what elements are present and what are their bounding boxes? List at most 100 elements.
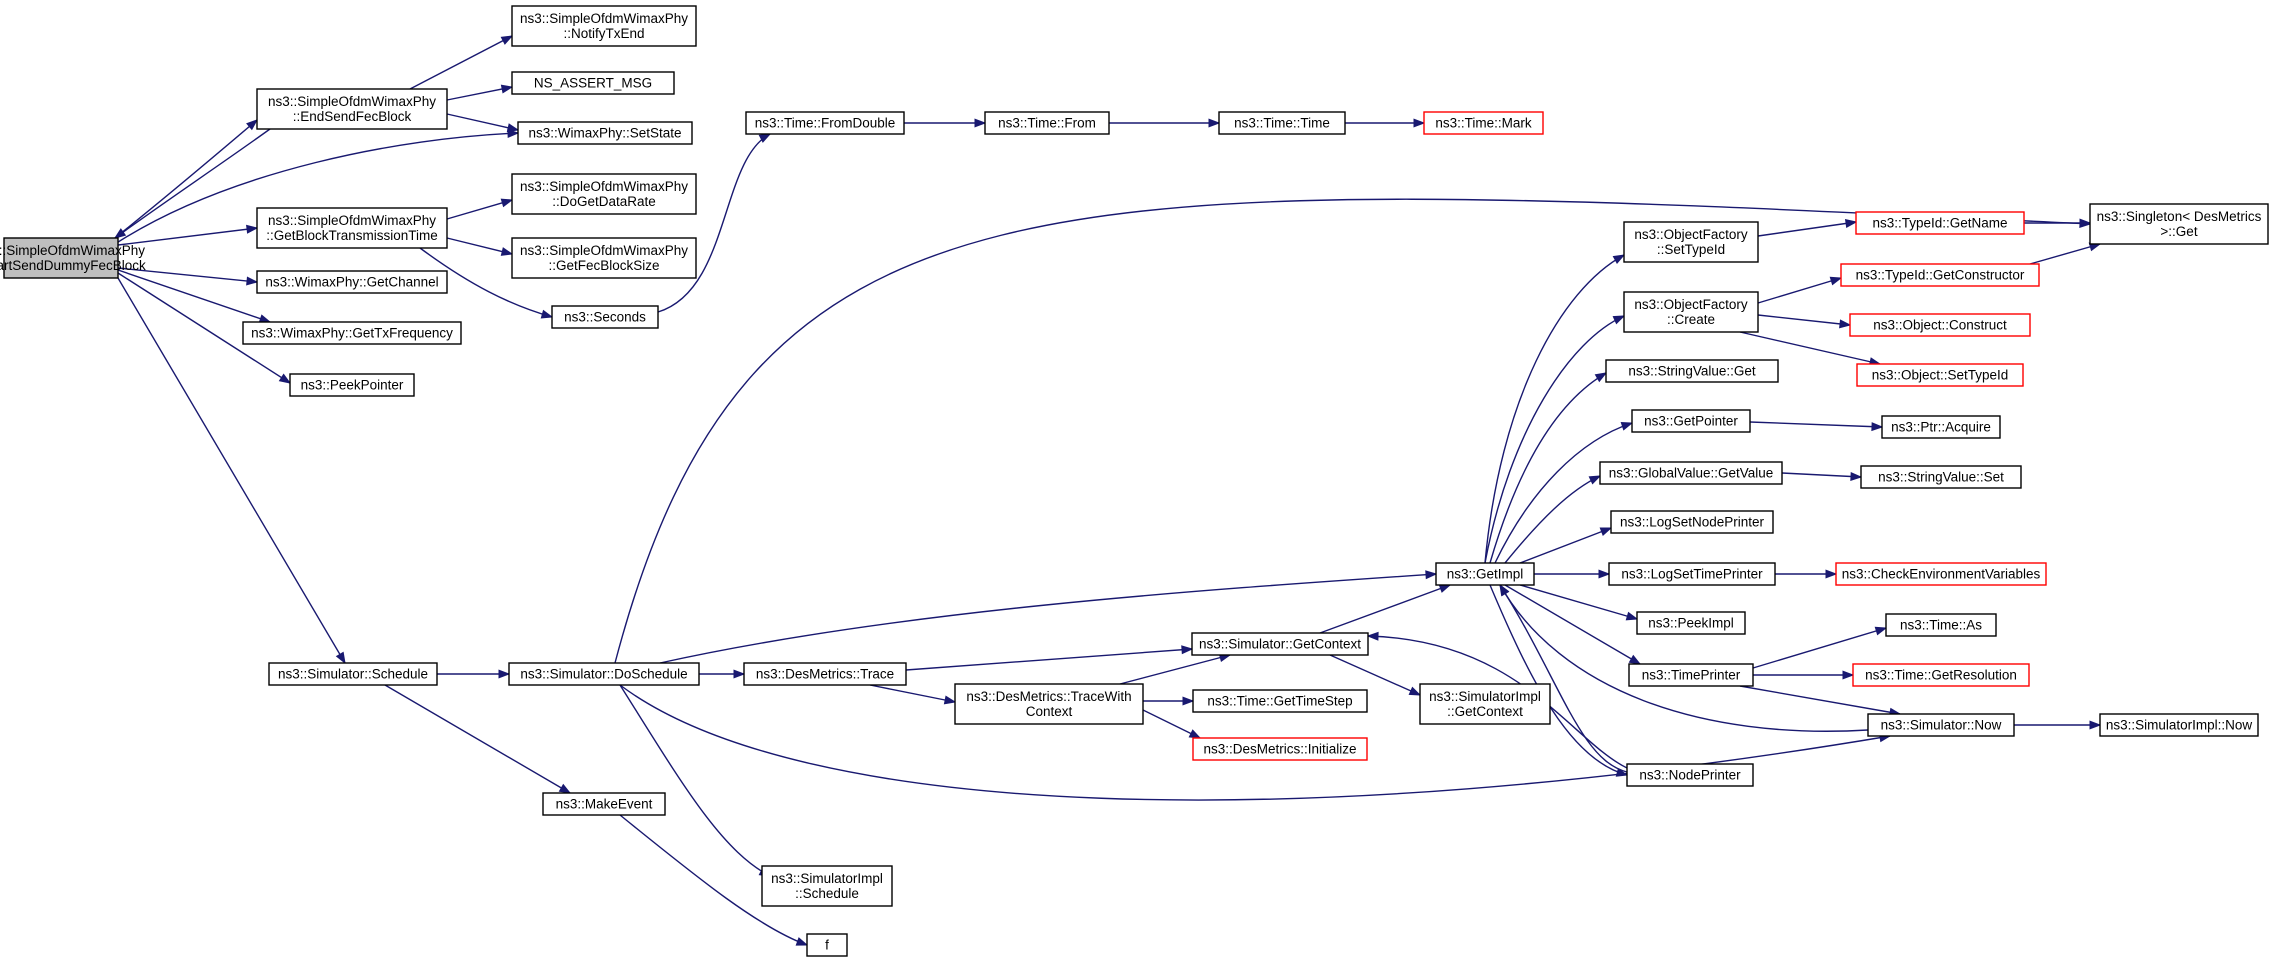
node-box[interactable] — [2099, 713, 2259, 737]
node-objconstruct[interactable]: ns3::Object::Construct — [1849, 313, 2031, 337]
node-implnow[interactable]: ns3::SimulatorImpl::Now — [2099, 713, 2259, 737]
node-box[interactable] — [256, 270, 448, 294]
node-box[interactable] — [1192, 689, 1368, 713]
node-f[interactable]: f — [806, 933, 848, 957]
node-box[interactable] — [745, 111, 905, 135]
node-trace[interactable]: ns3::DesMetrics::Trace — [743, 662, 907, 686]
node-box[interactable] — [511, 173, 697, 215]
node-box[interactable] — [1631, 409, 1751, 433]
node-box[interactable] — [1852, 663, 2030, 687]
node-box[interactable] — [1608, 562, 1776, 586]
node-typeidgetname[interactable]: ns3::TypeId::GetName — [1855, 211, 2025, 235]
node-box[interactable] — [984, 111, 1110, 135]
node-box[interactable] — [511, 71, 675, 95]
node-doschedule[interactable]: ns3::Simulator::DoSchedule — [508, 662, 700, 686]
node-box[interactable] — [1849, 313, 2031, 337]
node-box[interactable] — [1623, 221, 1759, 263]
node-makeevent[interactable]: ns3::MakeEvent — [542, 792, 666, 816]
node-gettimestep[interactable]: ns3::Time::GetTimeStep — [1192, 689, 1368, 713]
node-box[interactable] — [511, 5, 697, 47]
node-box[interactable] — [1423, 111, 1544, 135]
node-box[interactable] — [289, 373, 415, 397]
node-box[interactable] — [1626, 763, 1754, 787]
node-box[interactable] — [806, 933, 848, 957]
node-typeidgetctor[interactable]: ns3::TypeId::GetConstructor — [1840, 263, 2040, 287]
node-box[interactable] — [1435, 562, 1535, 586]
node-box[interactable] — [1419, 683, 1551, 725]
node-root[interactable]: ns3::SimpleOfdmWimaxPhy::StartSendDummyF… — [0, 237, 146, 279]
node-timemark[interactable]: ns3::Time::Mark — [1423, 111, 1544, 135]
node-assert[interactable]: NS_ASSERT_MSG — [511, 71, 675, 95]
node-box[interactable] — [1856, 363, 2024, 387]
node-nodeprinter[interactable]: ns3::NodePrinter — [1626, 763, 1754, 787]
node-getfecblocksize[interactable]: ns3::SimpleOfdmWimaxPhy::GetFecBlockSize — [511, 237, 697, 279]
node-box[interactable] — [1881, 415, 2001, 439]
node-schedule[interactable]: ns3::Simulator::Schedule — [268, 662, 438, 686]
node-box[interactable] — [517, 121, 693, 145]
node-peekimpl[interactable]: ns3::PeekImpl — [1636, 611, 1746, 635]
node-lognode[interactable]: ns3::LogSetNodePrinter — [1610, 510, 1774, 534]
node-timefrom[interactable]: ns3::Time::From — [984, 111, 1110, 135]
node-implgetcontext[interactable]: ns3::SimulatorImpl::GetContext — [1419, 683, 1551, 725]
node-checkenv[interactable]: ns3::CheckEnvironmentVariables — [1835, 562, 2047, 586]
node-box[interactable] — [2089, 203, 2269, 245]
node-box[interactable] — [1218, 111, 1346, 135]
node-getblocktx[interactable]: ns3::SimpleOfdmWimaxPhy::GetBlockTransmi… — [256, 207, 448, 249]
node-box[interactable] — [1835, 562, 2047, 586]
node-box[interactable] — [1885, 613, 1997, 637]
node-box[interactable] — [256, 88, 448, 130]
node-box[interactable] — [551, 305, 659, 329]
node-box[interactable] — [511, 237, 697, 279]
node-box[interactable] — [3, 237, 119, 279]
node-ofcreate[interactable]: ns3::ObjectFactory::Create — [1623, 291, 1759, 333]
node-box[interactable] — [1867, 713, 2015, 737]
node-box[interactable] — [1628, 663, 1754, 687]
node-getchannel[interactable]: ns3::WimaxPhy::GetChannel — [256, 270, 448, 294]
node-box[interactable] — [1860, 465, 2022, 489]
node-endsend[interactable]: ns3::SimpleOfdmWimaxPhy::EndSendFecBlock — [256, 88, 448, 130]
node-dogetdatarate[interactable]: ns3::SimpleOfdmWimaxPhy::DoGetDataRate — [511, 173, 697, 215]
node-box[interactable] — [1610, 510, 1774, 534]
node-timeas[interactable]: ns3::Time::As — [1885, 613, 1997, 637]
node-seconds[interactable]: ns3::Seconds — [551, 305, 659, 329]
node-getpointer[interactable]: ns3::GetPointer — [1631, 409, 1751, 433]
node-fromdouble[interactable]: ns3::Time::FromDouble — [745, 111, 905, 135]
node-peekpointer[interactable]: ns3::PeekPointer — [289, 373, 415, 397]
node-box[interactable] — [268, 662, 438, 686]
node-singleton[interactable]: ns3::Singleton< DesMetrics >::Get — [2089, 203, 2269, 245]
node-timetime[interactable]: ns3::Time::Time — [1218, 111, 1346, 135]
node-notifytx[interactable]: ns3::SimpleOfdmWimaxPhy::NotifyTxEnd — [511, 5, 697, 47]
node-simgetcontext[interactable]: ns3::Simulator::GetContext — [1191, 632, 1369, 656]
node-box[interactable] — [242, 321, 462, 345]
node-box[interactable] — [743, 662, 907, 686]
node-box[interactable] — [542, 792, 666, 816]
node-box[interactable] — [1599, 461, 1783, 485]
node-box[interactable] — [1192, 737, 1368, 761]
node-stringget[interactable]: ns3::StringValue::Get — [1605, 359, 1779, 383]
node-box[interactable] — [1855, 211, 2025, 235]
node-stringset[interactable]: ns3::StringValue::Set — [1860, 465, 2022, 489]
node-box[interactable] — [508, 662, 700, 686]
node-box[interactable] — [1623, 291, 1759, 333]
node-box[interactable] — [256, 207, 448, 249]
node-gettxfreq[interactable]: ns3::WimaxPhy::GetTxFrequency — [242, 321, 462, 345]
node-getimpl[interactable]: ns3::GetImpl — [1435, 562, 1535, 586]
node-ptracquire[interactable]: ns3::Ptr::Acquire — [1881, 415, 2001, 439]
node-box[interactable] — [954, 683, 1144, 725]
node-implschedule[interactable]: ns3::SimulatorImpl::Schedule — [761, 865, 893, 907]
node-getresolution[interactable]: ns3::Time::GetResolution — [1852, 663, 2030, 687]
node-timeprinter[interactable]: ns3::TimePrinter — [1628, 663, 1754, 687]
node-box[interactable] — [761, 865, 893, 907]
node-logtime[interactable]: ns3::LogSetTimePrinter — [1608, 562, 1776, 586]
node-objsettypeid[interactable]: ns3::Object::SetTypeId — [1856, 363, 2024, 387]
node-box[interactable] — [1840, 263, 2040, 287]
node-box[interactable] — [1636, 611, 1746, 635]
node-simnow[interactable]: ns3::Simulator::Now — [1867, 713, 2015, 737]
node-box[interactable] — [1191, 632, 1369, 656]
node-box[interactable] — [1605, 359, 1779, 383]
node-initialize[interactable]: ns3::DesMetrics::Initialize — [1192, 737, 1368, 761]
node-globalgetvalue[interactable]: ns3::GlobalValue::GetValue — [1599, 461, 1783, 485]
node-ofsettypeid[interactable]: ns3::ObjectFactory::SetTypeId — [1623, 221, 1759, 263]
node-setstate[interactable]: ns3::WimaxPhy::SetState — [517, 121, 693, 145]
